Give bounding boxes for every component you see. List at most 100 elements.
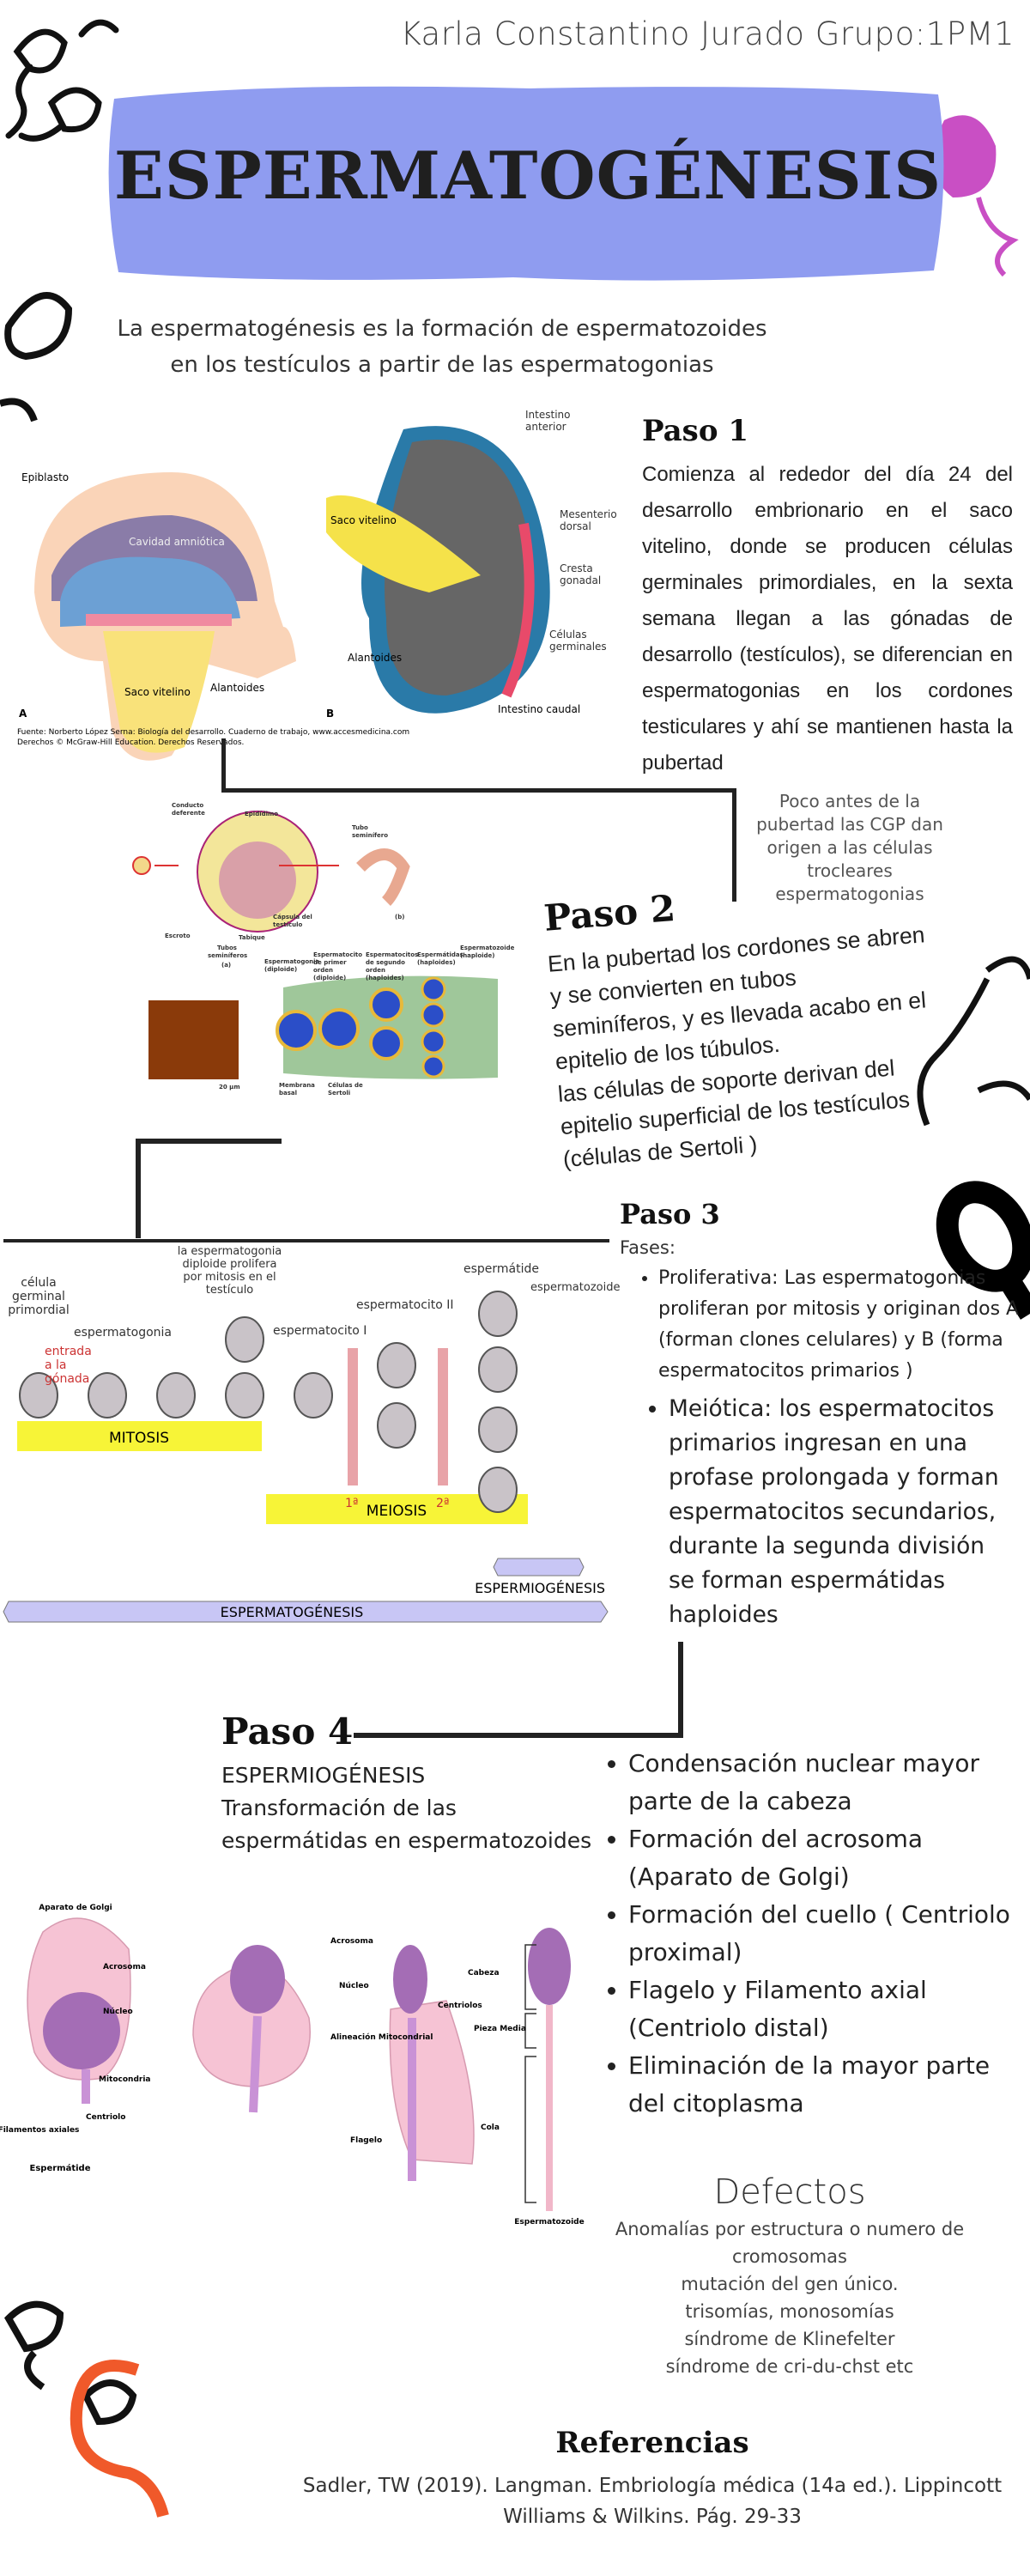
- paso4-bullet: Flagelo y Filamento axial (Centriolo dis…: [628, 1971, 1023, 2047]
- figure-label: Alineación Mitocondrial: [330, 2032, 433, 2042]
- figure-label: Espermatocitos de segundo orden (haploid…: [366, 951, 419, 981]
- figure-label: Conducto deferente: [172, 802, 205, 817]
- paso4-section: Paso 4 ESPERMIOGÉNESIS Transformación de…: [221, 1710, 599, 1857]
- paso1-heading: Paso 1: [642, 414, 748, 448]
- paso2-section: Paso 2 En la pubertad los cordones se ab…: [542, 860, 1030, 1176]
- connector-line: [732, 788, 736, 902]
- figure-label: Acrosoma: [103, 1963, 146, 1971]
- defect-line: síndrome de cri-du-chst etc: [665, 2356, 914, 2377]
- connector-line: [354, 1733, 683, 1738]
- figure-label: espermatocito II: [356, 1298, 454, 1312]
- puberty-note: Poco antes de la pubertad las CGP dan or…: [756, 791, 943, 904]
- paso3-section: Paso 3 Fases: Proliferativa: Las esperma…: [620, 1198, 1023, 1637]
- paso4-desc: Transformación de las: [221, 1795, 457, 1820]
- figure-label: Tubo seminífero: [352, 824, 389, 839]
- paso3-heading: Paso 3: [620, 1198, 720, 1230]
- connector-line: [678, 1642, 683, 1738]
- figure-label: entrada a la gónada: [45, 1345, 92, 1386]
- spermiogenesis-figure: Aparato de Golgi Acrosoma Núcleo Mitocon…: [0, 1904, 585, 2227]
- figure-label: Cápsula del testículo: [273, 914, 312, 928]
- testis-figure-labels: Conducto deferente Epidídimo Tubo seminí…: [103, 790, 532, 1099]
- intro-line: La espermatogénesis es la formación de e…: [117, 316, 767, 342]
- intro-text: La espermatogénesis es la formación de e…: [103, 311, 781, 383]
- defects-heading: Defectos: [713, 2172, 866, 2212]
- figure-label: Pieza Media: [474, 2025, 526, 2033]
- figure-label: (a): [221, 962, 232, 969]
- figure-label: Epidídimo: [245, 811, 279, 817]
- paso4-subtitle: ESPERMIOGÉNESIS: [221, 1763, 426, 1788]
- embryo-figure: Epiblasto Cavidad amniótica Saco vitelin…: [17, 426, 580, 761]
- figure-label: Intestino caudal: [498, 703, 580, 715]
- figure-label: Espermatogonia (diploide): [264, 958, 320, 973]
- figure-label: célula germinal primordial: [8, 1276, 70, 1317]
- paso4-heading: Paso 4: [221, 1710, 354, 1753]
- paso4-bullet: Condensación nuclear mayor parte de la c…: [628, 1745, 1023, 1820]
- title-banner: [108, 86, 944, 281]
- connector-line: [221, 788, 736, 793]
- figure-label: Membrana basal: [279, 1082, 315, 1097]
- paso4-bullet: Formación del cuello ( Centriolo proxima…: [628, 1896, 1023, 1971]
- figure-label: la espermatogonia diploide prolifera por…: [177, 1245, 282, 1297]
- panel-label: B: [326, 708, 334, 720]
- figure-label: Aparato de Golgi: [39, 1904, 112, 1912]
- sperm-doodle-pink-icon: [933, 115, 1019, 277]
- magnifier-doodle-icon: [936, 1181, 1030, 1320]
- figure-label: Centriolos: [438, 2002, 482, 2010]
- figure-label: Núcleo: [339, 1982, 369, 1990]
- defects-section: Defectos Anomalías por estructura o nume…: [575, 2172, 1004, 2380]
- figure-label: Espermatozoide (haploide): [460, 945, 515, 959]
- connector-line: [3, 1239, 609, 1242]
- figure-source: Fuente: Norberto López Serna: Biología d…: [17, 727, 409, 737]
- figure-label: 2ª: [436, 1497, 450, 1510]
- figure-label: Espermatozoide: [514, 2218, 584, 2227]
- references-heading: Referencias: [555, 2426, 749, 2460]
- panel-label: A: [19, 708, 27, 720]
- meiosis-label: MEIOSIS: [367, 1503, 427, 1520]
- figure-label: Filamentos axiales: [0, 2126, 79, 2135]
- figure-label: espermatozoide: [530, 1281, 621, 1294]
- phase-bullet: Meiótica: los espermatocitos primarios i…: [669, 1392, 1012, 1632]
- intro-line: en los testículos a partir de las esperm…: [170, 352, 714, 378]
- figure-label: Escroto: [165, 933, 191, 939]
- defect-line: Anomalías por estructura o numero de cro…: [615, 2219, 965, 2267]
- testis-figure: [132, 811, 498, 1079]
- figure-label: Núcleo: [103, 2008, 133, 2016]
- figure-label: 20 µm: [219, 1084, 240, 1091]
- defect-line: trisomías, monosomías: [685, 2301, 894, 2322]
- espermiogenesis-label: ESPERMIOGÉNESIS: [475, 1580, 605, 1596]
- reference-text: Sadler, TW (2019). Langman. Embriología …: [302, 2475, 1003, 2528]
- figure-label: Cavidad amniótica: [129, 536, 225, 548]
- figure-label: espermatocito I: [273, 1324, 367, 1338]
- figure-label: Tubos seminíferos: [208, 945, 248, 959]
- figure-label: Cabeza: [468, 1969, 500, 1978]
- spermatogenesis-figure-labels: célula germinal primordial espermatogoni…: [0, 1245, 620, 1623]
- figure-label: Espermátidas (haploides): [417, 951, 464, 966]
- mitosis-bar: [17, 1421, 262, 1451]
- figure-label: Epiblasto: [21, 471, 69, 483]
- mitosis-label: MITOSIS: [109, 1430, 169, 1447]
- paso1-text: Comienza al rededor del día 24 del desar…: [642, 463, 1013, 775]
- figure-label: Alantoides: [348, 652, 402, 664]
- sperm-doodle-left-icon: [0, 292, 73, 422]
- figure-label: Flagelo: [350, 2136, 382, 2145]
- connector-line: [136, 1139, 282, 1144]
- figure-label: Mitocondria: [99, 2075, 151, 2084]
- figure-label: Cola: [481, 2123, 500, 2132]
- figure-label: Centriolo: [86, 2113, 125, 2122]
- author-header: Karla Constantino Jurado Grupo:1PM1: [400, 15, 1015, 52]
- phase-bullet: Proliferativa: Las espermatogonias proli…: [658, 1263, 1023, 1387]
- figure-label: (b): [395, 914, 405, 920]
- figure-label: Cresta gonadal: [560, 562, 602, 586]
- figure-label: Espermátide: [30, 2163, 91, 2173]
- spermatogenesis-figure: 1ª 2ª MITOSIS MEIOSIS ESPERMIOGÉNESIS ES…: [3, 1291, 609, 1623]
- paso4-desc: espermátidas en espermatozoides: [221, 1828, 592, 1853]
- figure-label: Acrosoma: [330, 1937, 373, 1946]
- page-title: ESPERMATOGÉNESIS: [113, 137, 942, 214]
- figure-label: espermatogonia: [74, 1326, 172, 1340]
- paso4-bullets: Condensación nuclear mayor parte de la c…: [603, 1745, 1023, 2123]
- sperm-doodle-icon: [5, 19, 119, 142]
- defect-line: mutación del gen único.: [681, 2274, 899, 2294]
- figure-label: Saco vitelino: [124, 686, 191, 698]
- sperm-doodle-bottom-icon: [4, 2300, 169, 2518]
